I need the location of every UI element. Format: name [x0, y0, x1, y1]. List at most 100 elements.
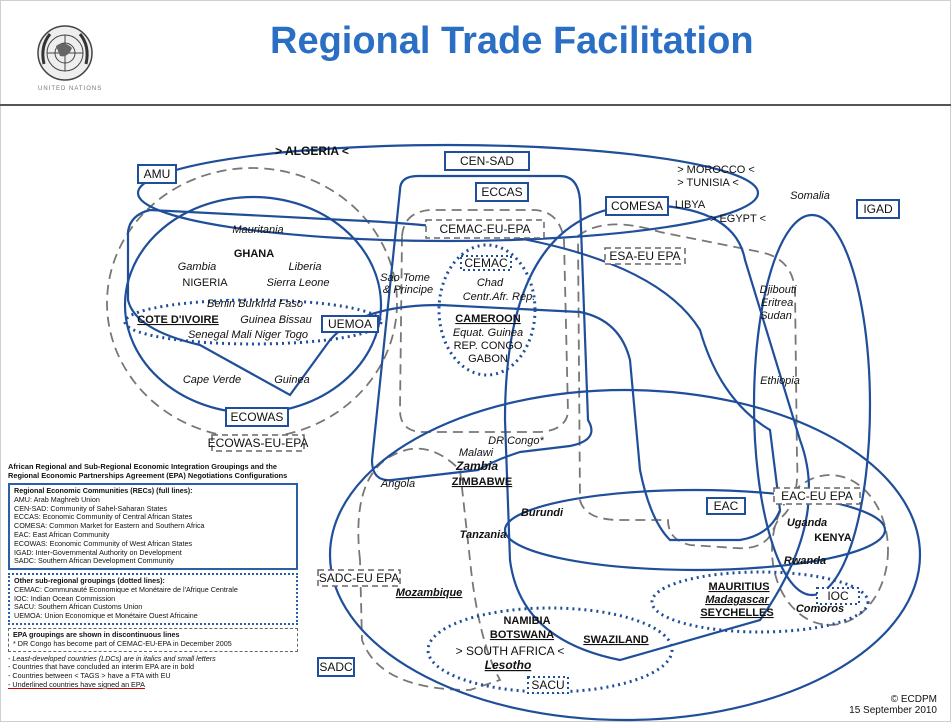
legend-note: - Least-developed countries (LDCs) are i… [8, 653, 216, 663]
legend-recs-title: Regional Economic Communities (RECs) (fu… [14, 486, 193, 496]
country-sierra-leone: Sierra Leone [267, 277, 330, 289]
country-guinea-bissau: Guinea Bissau [240, 314, 312, 326]
ioc-label: IOC [827, 589, 849, 603]
country-rwanda: Rwanda [784, 555, 826, 567]
country-morocco: > MOROCCO < [677, 164, 755, 176]
un-logo-caption: UNITED NATIONS [38, 86, 103, 92]
legend-rec-item: SADC: Southern African Development Commu… [14, 556, 174, 566]
country-egypt: > EGYPT < [710, 213, 766, 225]
eac-eu-epa-label: EAC-EU EPA [781, 489, 853, 503]
legend-note: - Countries that have concluded an inter… [8, 662, 195, 672]
sadc-eu-epa-outline [357, 447, 502, 691]
legend-sub-item: IOC: Indian Ocean Commission [14, 593, 116, 603]
country-kenya: KENYA [814, 532, 852, 544]
country-senegal-mali-niger-togo: Senegal Mali Niger Togo [188, 329, 308, 341]
country-libya: LIBYA [675, 199, 706, 211]
legend-note: - Countries between < TAGS > have a FTA … [8, 671, 171, 681]
legend-recs-box: Regional Economic Communities (RECs) (fu… [8, 483, 298, 571]
country-tanzania: Tanzania [460, 529, 507, 541]
country-dr-congo: DR Congo* [488, 435, 544, 447]
country-tunisia: > TUNISIA < [677, 177, 739, 189]
country-zimbabwe: ZIMBABWE [452, 476, 513, 488]
country-equatorial-guinea: Equat. Guinea [453, 327, 523, 339]
legend-subs-title: Other sub-regional groupings (dotted lin… [14, 576, 165, 586]
country-sudan: Sudan [760, 310, 792, 322]
country-algeria: > ALGERIA < [275, 144, 349, 158]
amu-outline [136, 143, 760, 243]
country-guinea: Guinea [274, 374, 309, 386]
country-eritrea: Eritrea [761, 297, 793, 309]
legend-subs-box: Other sub-regional groupings (dotted lin… [8, 573, 298, 625]
ecowas-label: ECOWAS [231, 410, 284, 424]
country-principe: & Principe [383, 284, 433, 296]
legend-epa-box: EPA groupings are shown in discontinuous… [8, 628, 298, 652]
ecowas-eu-epa-label: ECOWAS-EU-EPA [208, 436, 309, 450]
legend-sub-item: SACU: Southern African Customs Union [14, 602, 143, 612]
country-gabon: GABON [468, 353, 508, 365]
country-chad: Chad [477, 277, 504, 289]
country-liberia: Liberia [288, 261, 321, 273]
country-cote-divoire: COTE D'IVOIRE [137, 314, 218, 326]
country-djibouti: Djibouti [760, 284, 797, 296]
amu-label: AMU [144, 167, 171, 181]
igad-outline [752, 213, 872, 597]
footer-credit: © ECDPM 15 September 2010 [849, 694, 937, 716]
country-botswana: BOTSWANA [490, 629, 554, 641]
country-mauritius: MAURITIUS [708, 581, 769, 593]
country-rep-congo: REP. CONGO [454, 340, 523, 352]
country-ethiopia: Ethiopia [760, 375, 800, 387]
sacu-label: SACU [531, 678, 564, 692]
sadc-outline [328, 388, 922, 722]
legend-notes: - Least-developed countries (LDCs) are i… [8, 653, 298, 690]
country-car: Centr.Afr. Rep. [463, 291, 536, 303]
legend-note: - Underlined countries have signed an EP… [8, 679, 145, 689]
legend-rec-item: COMESA: Common Market for Eastern and So… [14, 521, 205, 531]
cemac-label: CEMAC [464, 256, 508, 270]
country-gambia: Gambia [178, 261, 217, 273]
country-seychelles: SEYCHELLES [700, 607, 773, 619]
sadc-label: SADC [319, 660, 353, 674]
legend-epa-title: EPA groupings are shown in discontinuous… [13, 630, 180, 639]
esa-eu-epa-label: ESA-EU EPA [609, 249, 680, 263]
eccas-label: ECCAS [481, 185, 522, 199]
country-ghana: GHANA [234, 248, 274, 260]
country-cameroon: CAMEROON [455, 313, 520, 325]
legend-rec-item: CEN-SAD: Community of Sahel-Saharan Stat… [14, 503, 167, 513]
country-angola: Angola [380, 478, 415, 490]
ecowas-eu-epa-outline [106, 167, 398, 439]
footer-copyright: © ECDPM [890, 694, 937, 705]
country-zambia: Zambia [455, 459, 498, 473]
country-malawi: Malawi [459, 447, 494, 459]
ioc-outline [650, 570, 870, 634]
uemoa-label: UEMOA [328, 317, 372, 331]
legend-epa-note: * DR Congo has become part of CEMAC-EU-E… [13, 638, 232, 648]
country-nigeria: NIGERIA [182, 277, 228, 289]
uemoa-outline [123, 298, 383, 346]
country-uganda: Uganda [787, 517, 827, 529]
un-emblem-logo [37, 25, 93, 81]
cen-sad-label: CEN-SAD [460, 154, 514, 168]
country-madagascar: Madagascar [705, 594, 769, 606]
legend-rec-item: ECCAS: Economic Community of Central Afr… [14, 512, 193, 522]
country-lesotho: Lesotho [485, 658, 532, 672]
legend-rec-item: ECOWAS: Economic Community of West Afric… [14, 538, 193, 548]
country-comoros: Comoros [796, 603, 844, 615]
esa-eu-epa-outline [577, 223, 799, 550]
comesa-outline [503, 203, 810, 662]
country-burundi: Burundi [521, 507, 564, 519]
title-divider [0, 104, 951, 106]
country-sao-tome: Sao Tome [380, 272, 430, 284]
country-benin-burkina: Benin Burkina Faso [207, 298, 303, 310]
sadc-eu-epa-label: SADC-EU EPA [319, 571, 399, 585]
footer-date: 15 September 2010 [849, 705, 937, 716]
eccas-outline [370, 174, 593, 482]
legend-sub-item: CEMAC: Communauté Economique et Monétair… [14, 584, 238, 594]
country-namibia: NAMIBIA [503, 615, 550, 627]
legend-rec-item: EAC: East African Community [14, 529, 110, 539]
eac-label: EAC [714, 499, 739, 513]
legend-sub-item: UEMOA: Union Economique et Monétaire Oue… [14, 611, 198, 621]
country-south-africa: > SOUTH AFRICA < [456, 644, 565, 658]
eac-outline [503, 488, 887, 572]
legend-heading: African Regional and Sub-Regional Econom… [8, 462, 288, 481]
